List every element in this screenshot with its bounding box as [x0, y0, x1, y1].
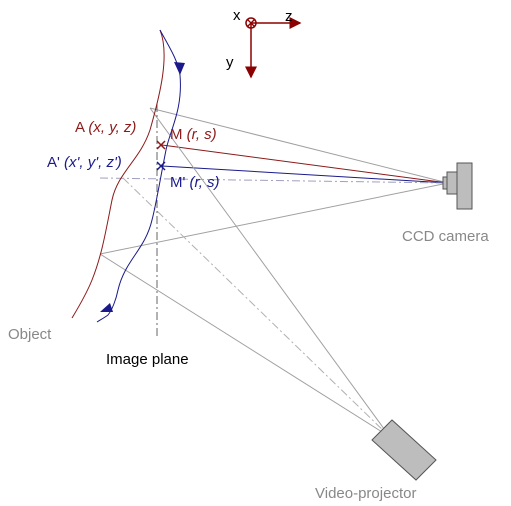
projector-rays [99, 107, 391, 438]
object-surface-red [71, 29, 165, 319]
ray-a-camera [161, 144, 449, 184]
label-point-m: M (r, s) [170, 126, 217, 143]
label-point-m-prime: M' (r, s) [170, 174, 220, 191]
label-point-a: A (x, y, z) [75, 119, 136, 136]
x-axis-label: x [233, 7, 241, 24]
point-m-marker [156, 140, 166, 150]
y-axis-label: y [226, 54, 234, 71]
ray-bottom-projector [99, 253, 391, 438]
blue-arrow-bottom [100, 303, 113, 312]
point-m-prime-marker [156, 161, 166, 171]
ray-bottom-camera [99, 182, 449, 255]
ray-a-prime-camera [161, 165, 449, 184]
video-projector-icon [371, 419, 437, 481]
x-axis-symbol [245, 17, 257, 29]
object-surface-blue [96, 29, 181, 323]
ray-top-camera [149, 107, 449, 184]
label-object: Object [8, 326, 52, 343]
label-image-plane: Image plane [106, 351, 189, 368]
ray-optical-axis-camera [99, 177, 449, 184]
z-axis-label: z [285, 8, 293, 25]
ccd-camera-icon [442, 162, 473, 210]
coordinate-axes: x z y [226, 7, 302, 79]
label-ccd-camera: CCD camera [402, 228, 489, 245]
ray-top-projector [149, 107, 391, 438]
ray-optical-axis-projector [122, 177, 391, 438]
label-point-a-prime: A' (x', y', z') [47, 154, 122, 171]
label-video-projector: Video-projector [315, 485, 416, 502]
blue-arrow-top [174, 62, 185, 75]
camera-rays [99, 107, 449, 255]
